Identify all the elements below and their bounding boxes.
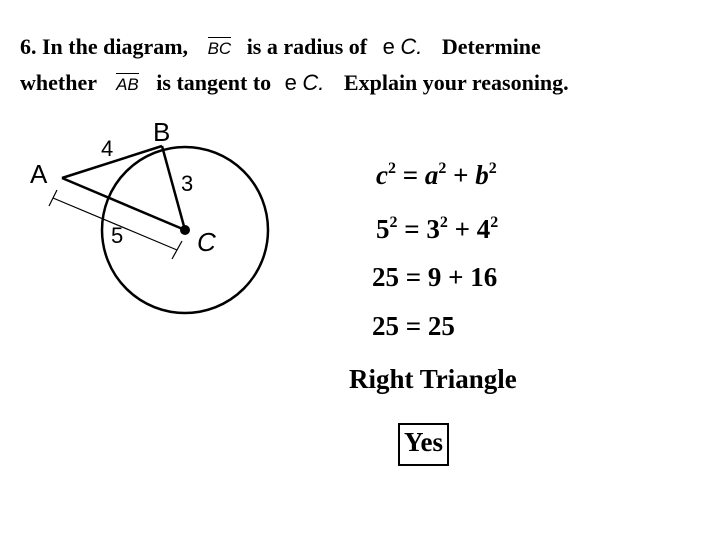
- eq2-equals: =: [397, 214, 427, 244]
- eq1-a: a: [424, 160, 439, 190]
- equation-pythagorean: c2 = a2 + b2: [376, 160, 497, 191]
- question-line-1: 6. In the diagram, BC is a radius of e C…: [20, 34, 541, 60]
- conclusion-text: Right Triangle: [349, 364, 517, 394]
- question-determine-text: Determine: [441, 34, 541, 59]
- question-intro: 6. In the diagram,: [20, 34, 189, 59]
- circle-symbol: e: [382, 34, 395, 59]
- eq1-equals: =: [395, 160, 425, 190]
- equation-result: 25 = 25: [372, 311, 455, 341]
- circle-diagram: A B C 4 3 5: [30, 117, 270, 315]
- label-point-a: A: [30, 159, 48, 189]
- eq2-b-exp: 2: [490, 214, 499, 231]
- label-length-bc: 3: [181, 171, 193, 196]
- segment-ac: [61, 176, 186, 232]
- segment-ab: [61, 144, 163, 180]
- question-radius-text: is a radius of: [246, 34, 368, 59]
- question-line-2: whether AB is tangent to e C. Explain yo…: [20, 70, 569, 96]
- eq1-b-exp: 2: [488, 160, 497, 177]
- circle-c: [100, 145, 270, 315]
- question-explain-text: Explain your reasoning.: [343, 70, 569, 95]
- eq2-a-exp: 2: [439, 214, 448, 231]
- eq1-b: b: [475, 160, 489, 190]
- eq2-plus: +: [447, 214, 477, 244]
- circle-symbol-2: e: [284, 70, 297, 95]
- dimension-tick-c: [171, 240, 183, 260]
- label-length-ab: 4: [101, 136, 113, 161]
- dimension-tick-a: [48, 189, 58, 207]
- segment-bc-label: BC: [207, 37, 232, 58]
- label-point-b: B: [153, 117, 170, 147]
- answer-box: Yes: [398, 423, 449, 466]
- eq2-c: 5: [376, 214, 390, 244]
- radius-bc: [160, 145, 187, 231]
- segment-ab-label: AB: [116, 73, 139, 94]
- label-point-c: C: [197, 227, 216, 257]
- equation-squares: 25 = 9 + 16: [372, 262, 498, 292]
- eq2-c-exp: 2: [389, 214, 398, 231]
- dimension-line-ac: [52, 197, 178, 251]
- eq1-c-exp: 2: [387, 160, 396, 177]
- center-point-c: [180, 225, 190, 235]
- eq1-plus: +: [446, 160, 476, 190]
- question-tangent-text: is tangent to: [156, 70, 272, 95]
- label-length-ac: 5: [111, 223, 123, 248]
- eq1-c: c: [376, 160, 388, 190]
- eq2-b: 4: [476, 214, 491, 244]
- question-whether-text: whether: [20, 70, 97, 95]
- equation-substituted: 52 = 32 + 42: [376, 214, 498, 245]
- circle-name: C.: [400, 34, 423, 59]
- circle-name-2: C.: [302, 70, 325, 95]
- eq1-a-exp: 2: [438, 160, 447, 177]
- eq2-a: 3: [426, 214, 440, 244]
